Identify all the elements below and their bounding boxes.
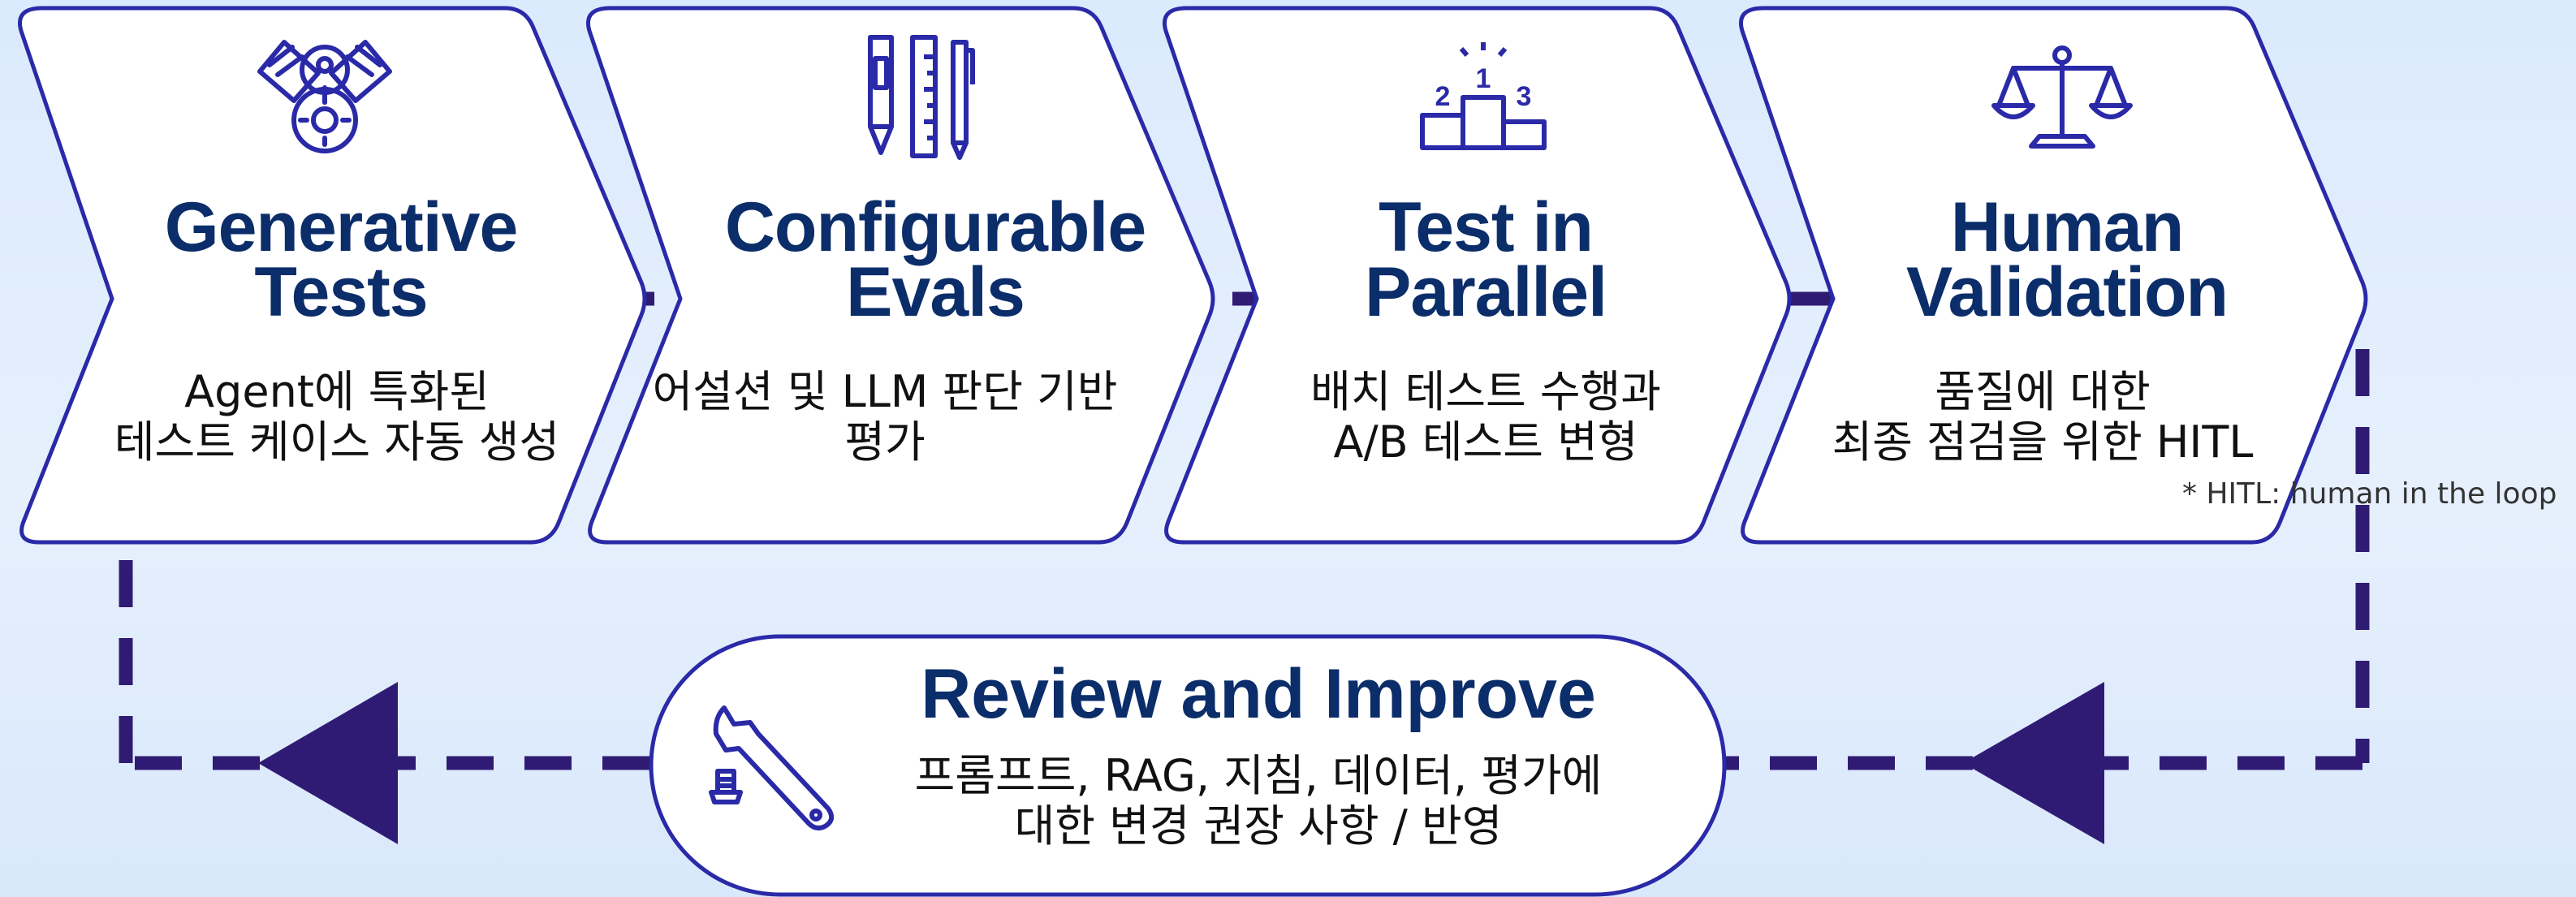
step-title-generative-tests: Generative Tests bbox=[97, 188, 585, 331]
wrench-icon bbox=[709, 705, 835, 830]
loop-title: Review and Improve bbox=[921, 655, 1596, 733]
title-line: Configurable bbox=[724, 188, 1146, 266]
balance-scale-icon bbox=[1991, 45, 2133, 149]
step-chevron-generative-tests bbox=[18, 6, 647, 545]
desc-line: 프롬프트, RAG, 지침, 데이터, 평가에 bbox=[914, 750, 1603, 801]
step-desc-configurable-evals: 어설션 및 LLM 판단 기반 평가 bbox=[641, 367, 1128, 468]
podium-label-second: 2 bbox=[1435, 81, 1451, 112]
pen-ruler-icon bbox=[868, 35, 975, 160]
podium-icon: 2 1 3 bbox=[1420, 42, 1547, 150]
desc-line: Agent에 특화된 bbox=[184, 366, 490, 417]
loop-arrow-right bbox=[1963, 682, 2104, 844]
title-line: Tests bbox=[254, 253, 428, 331]
podium-label-first: 1 bbox=[1476, 63, 1491, 94]
desc-line: 대한 변경 권장 사항 / 반영 bbox=[1014, 800, 1503, 852]
hitl-footnote: * HITL: human in the loop bbox=[2182, 477, 2557, 511]
title-line: Parallel bbox=[1365, 253, 1607, 331]
step-desc-test-in-parallel: 배치 테스트 수행과 A/B 테스트 변형 bbox=[1242, 367, 1729, 468]
podium-label-third: 3 bbox=[1517, 81, 1532, 112]
step-desc-human-validation: 품질에 대한 최종 점검을 위한 HITL bbox=[1799, 367, 2286, 468]
step-title-test-in-parallel: Test in Parallel bbox=[1242, 188, 1729, 331]
desc-line: 품질에 대한 bbox=[1935, 366, 2151, 417]
desc-line: 최종 점검을 위한 HITL bbox=[1832, 416, 2254, 468]
desc-line: 어설션 및 LLM 판단 기반 bbox=[652, 366, 1118, 417]
step-chevron-test-in-parallel bbox=[1163, 6, 1792, 545]
loop-desc: 프롬프트, RAG, 지침, 데이터, 평가에 대한 변경 권장 사항 / 반영 bbox=[844, 751, 1672, 852]
desc-line: 테스트 케이스 자동 생성 bbox=[114, 416, 560, 468]
title-line: Test in bbox=[1379, 188, 1594, 266]
review-pill bbox=[649, 634, 1727, 897]
step-chevron-configurable-evals bbox=[586, 6, 1215, 545]
desc-line: A/B 테스트 변형 bbox=[1333, 416, 1638, 468]
desc-line: 배치 테스트 수행과 bbox=[1310, 366, 1661, 417]
title-line: Generative bbox=[164, 188, 519, 266]
step-title-configurable-evals: Configurable Evals bbox=[675, 188, 1195, 331]
step-chevron-human-validation bbox=[1739, 6, 2368, 545]
title-line: Evals bbox=[846, 253, 1025, 331]
engine-icon bbox=[257, 40, 392, 153]
loop-arrow-left bbox=[258, 682, 398, 844]
title-line: Validation bbox=[1905, 253, 2229, 331]
desc-line: 평가 bbox=[844, 416, 926, 468]
step-desc-generative-tests: Agent에 특화된 테스트 케이스 자동 생성 bbox=[49, 367, 625, 468]
title-line: Human bbox=[1950, 188, 2184, 266]
step-title-human-validation: Human Validation bbox=[1807, 188, 2327, 331]
